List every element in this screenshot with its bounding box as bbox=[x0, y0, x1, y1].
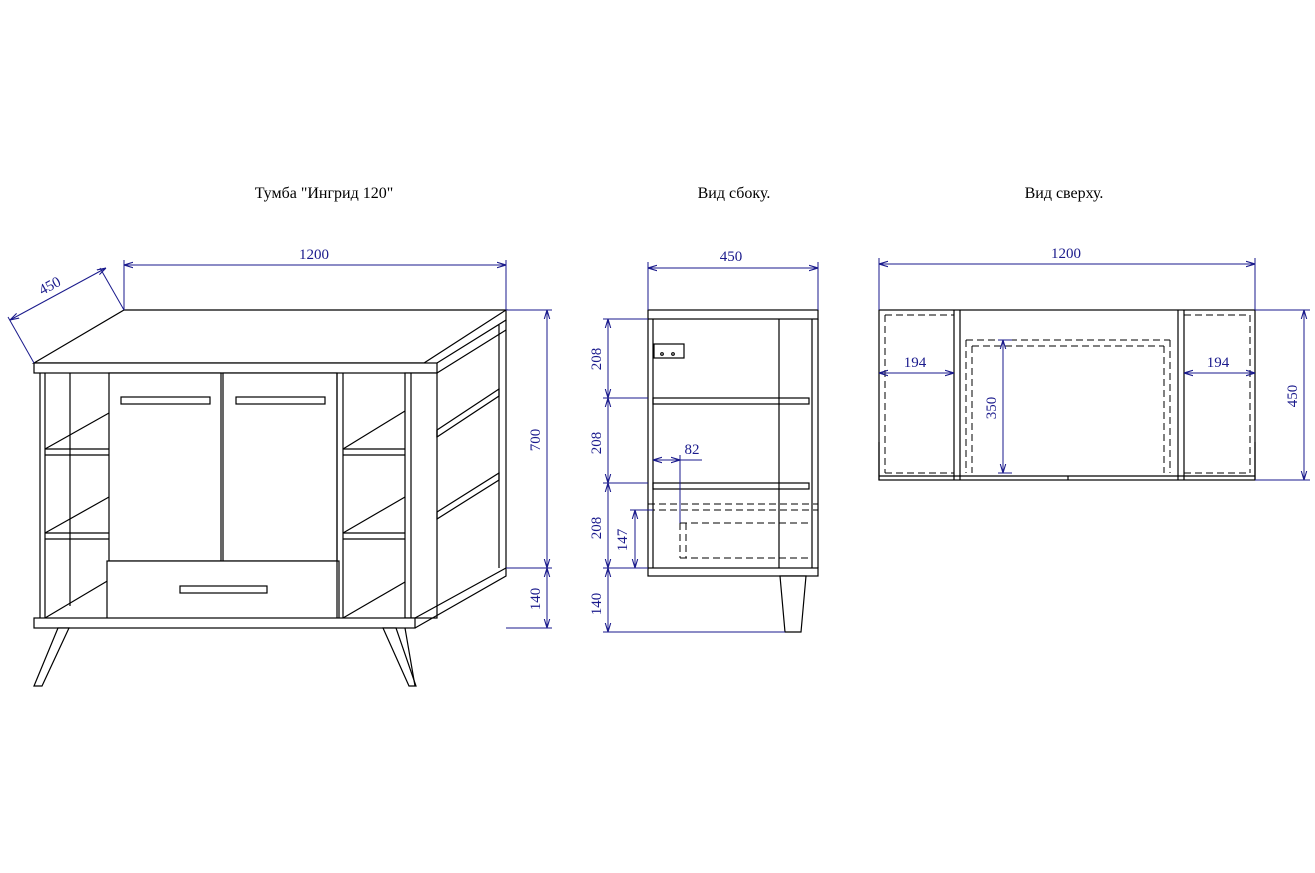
dim-legs-140: 140 bbox=[528, 588, 544, 611]
side-dim-depth-450: 450 bbox=[720, 249, 743, 265]
top-view: 1200 450 194 194 350 bbox=[878, 246, 1310, 481]
top-outline bbox=[878, 309, 1256, 481]
left-leg bbox=[33, 627, 70, 687]
side-view: 450 208 208 208 140 82 147 bbox=[589, 249, 819, 633]
side-dim-drawer-147: 147 bbox=[615, 528, 631, 551]
side-dim-shelf-1: 208 bbox=[589, 348, 605, 371]
dim-width-1200: 1200 bbox=[299, 247, 329, 263]
perspective-view-title: Тумба "Ингрид 120" bbox=[255, 185, 394, 202]
top-dim-right-194: 194 bbox=[1207, 355, 1230, 371]
left-door-handle bbox=[120, 396, 211, 405]
hinge bbox=[653, 343, 685, 359]
top-dim-inner-350: 350 bbox=[984, 397, 1000, 420]
top-dim-width-1200: 1200 bbox=[1051, 246, 1081, 262]
drawer bbox=[106, 560, 340, 620]
side-leg bbox=[779, 575, 807, 633]
side-bottom bbox=[647, 567, 819, 577]
top-dim-depth-450: 450 bbox=[1285, 385, 1301, 408]
side-dim-legs-140: 140 bbox=[589, 593, 605, 616]
top-view-title: Вид сверху. bbox=[1025, 185, 1104, 202]
right-front-post bbox=[404, 372, 438, 619]
side-view-title: Вид сбоку. bbox=[698, 185, 771, 202]
right-door-handle bbox=[235, 396, 326, 405]
right-leg bbox=[382, 627, 417, 687]
side-dim-shelf-2: 208 bbox=[589, 432, 605, 455]
countertop-front-edge bbox=[33, 362, 438, 374]
countertop-surface bbox=[31, 309, 509, 364]
dim-height-700: 700 bbox=[528, 429, 544, 452]
side-dim-inner-82: 82 bbox=[685, 442, 700, 458]
dim-depth-450: 450 bbox=[36, 274, 63, 299]
drawer-handle bbox=[179, 585, 268, 594]
right-door bbox=[222, 372, 338, 562]
side-dim-shelf-3: 208 bbox=[589, 517, 605, 540]
left-door bbox=[108, 372, 222, 562]
bottom-plinth bbox=[33, 617, 416, 629]
perspective-view: 1200 450 700 140 bbox=[7, 247, 552, 687]
top-dim-left-194: 194 bbox=[904, 355, 927, 371]
side-countertop bbox=[647, 309, 819, 320]
